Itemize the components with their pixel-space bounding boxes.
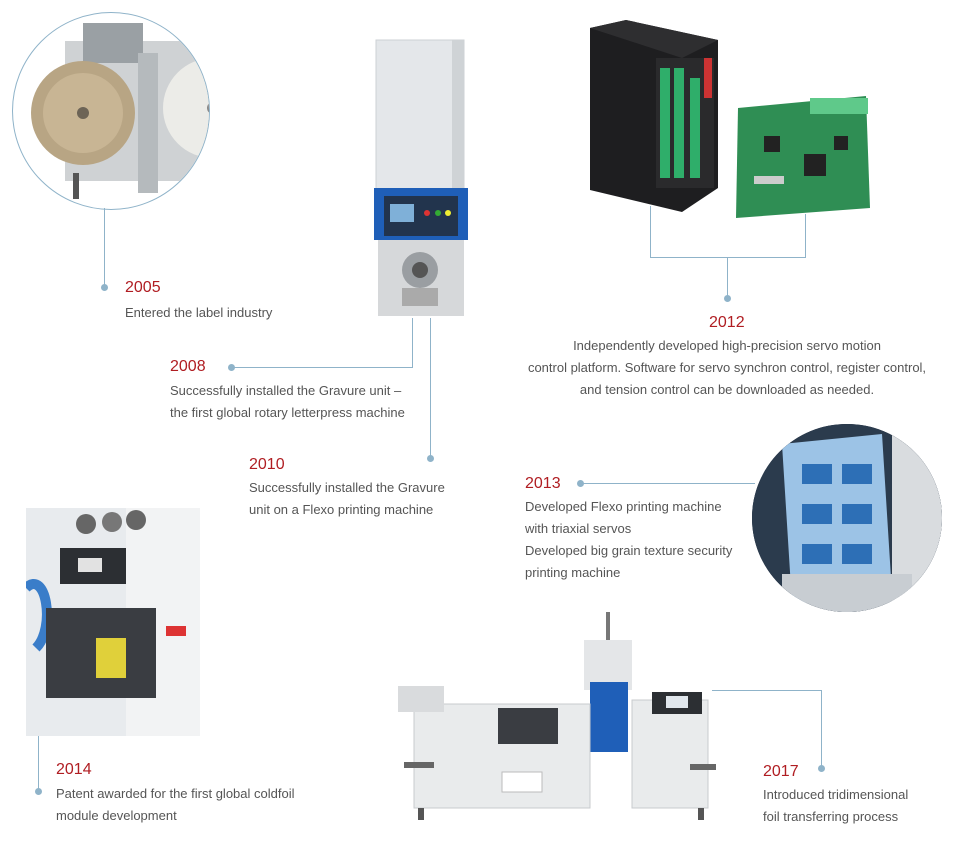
connector-2013 <box>583 483 755 484</box>
connector-2017-v <box>821 690 822 766</box>
desc-2005: Entered the label industry <box>125 302 272 324</box>
connector-2014 <box>38 736 39 790</box>
connector-2008-v <box>412 318 413 368</box>
desc-2013-line-3: Developed big grain texture security <box>525 543 733 558</box>
connector-2012-left <box>650 206 651 258</box>
desc-2008-line-1: Successfully installed the Gravure unit … <box>170 383 402 398</box>
desc-2010-line-2: unit on a Flexo printing machine <box>249 502 434 517</box>
desc-2005-line-1: Entered the label industry <box>125 305 273 320</box>
dot-2013 <box>577 480 584 487</box>
desc-2014-line-2: module development <box>56 808 177 823</box>
machine-photo-2005 <box>12 12 210 210</box>
desc-2013-line-2: with triaxial servos <box>525 521 632 536</box>
desc-2010-line-1: Successfully installed the Gravure <box>249 480 445 495</box>
foil-press-image <box>398 612 720 824</box>
year-2017: 2017 <box>763 763 799 780</box>
dot-2008 <box>228 364 235 371</box>
gravure-unit-image <box>372 38 470 320</box>
desc-2013: Developed Flexo printing machine with tr… <box>525 496 732 584</box>
year-2013: 2013 <box>525 475 561 492</box>
connector-2017-h <box>712 690 822 691</box>
desc-2012-line-1: Independently developed high-precision s… <box>573 338 881 353</box>
desc-2017-line-2: foil transferring process <box>763 809 899 824</box>
year-2012: 2012 <box>709 314 745 331</box>
desc-2008-line-2: the first global rotary letterpress mach… <box>170 405 405 420</box>
desc-2012: Independently developed high-precision s… <box>500 335 954 401</box>
connector-2010 <box>430 318 431 458</box>
year-2010: 2010 <box>249 456 285 473</box>
year-2005: 2005 <box>125 279 161 296</box>
desc-2017-line-1: Introduced tridimensional <box>763 787 909 802</box>
year-2014: 2014 <box>56 761 92 778</box>
connector-2012-down <box>727 257 728 297</box>
desc-2017: Introduced tridimensional foil transferr… <box>763 784 908 828</box>
connector-2012-right <box>805 214 806 258</box>
coldfoil-module-image <box>26 508 200 736</box>
year-2008: 2008 <box>170 358 206 375</box>
desc-2014: Patent awarded for the first global cold… <box>56 783 294 827</box>
servo-controller-image <box>586 18 720 214</box>
desc-2013-line-1: Developed Flexo printing machine <box>525 499 722 514</box>
desc-2013-line-4: printing machine <box>525 565 621 580</box>
dot-2010 <box>427 455 434 462</box>
connector-2005 <box>104 208 105 286</box>
connector-2008-h <box>234 367 413 368</box>
security-print-photo <box>752 424 942 612</box>
desc-2008: Successfully installed the Gravure unit … <box>170 380 405 424</box>
desc-2014-line-1: Patent awarded for the first global cold… <box>56 786 295 801</box>
connector-2012-h <box>650 257 806 258</box>
control-board-image <box>734 96 872 218</box>
dot-2012 <box>724 295 731 302</box>
desc-2010: Successfully installed the Gravure unit … <box>249 477 445 521</box>
dot-2005 <box>101 284 108 291</box>
desc-2012-line-2: control platform. Software for servo syn… <box>527 360 927 375</box>
desc-2012-line-3: and tension control can be downloaded as… <box>579 382 875 397</box>
dot-2014 <box>35 788 42 795</box>
dot-2017 <box>818 765 825 772</box>
